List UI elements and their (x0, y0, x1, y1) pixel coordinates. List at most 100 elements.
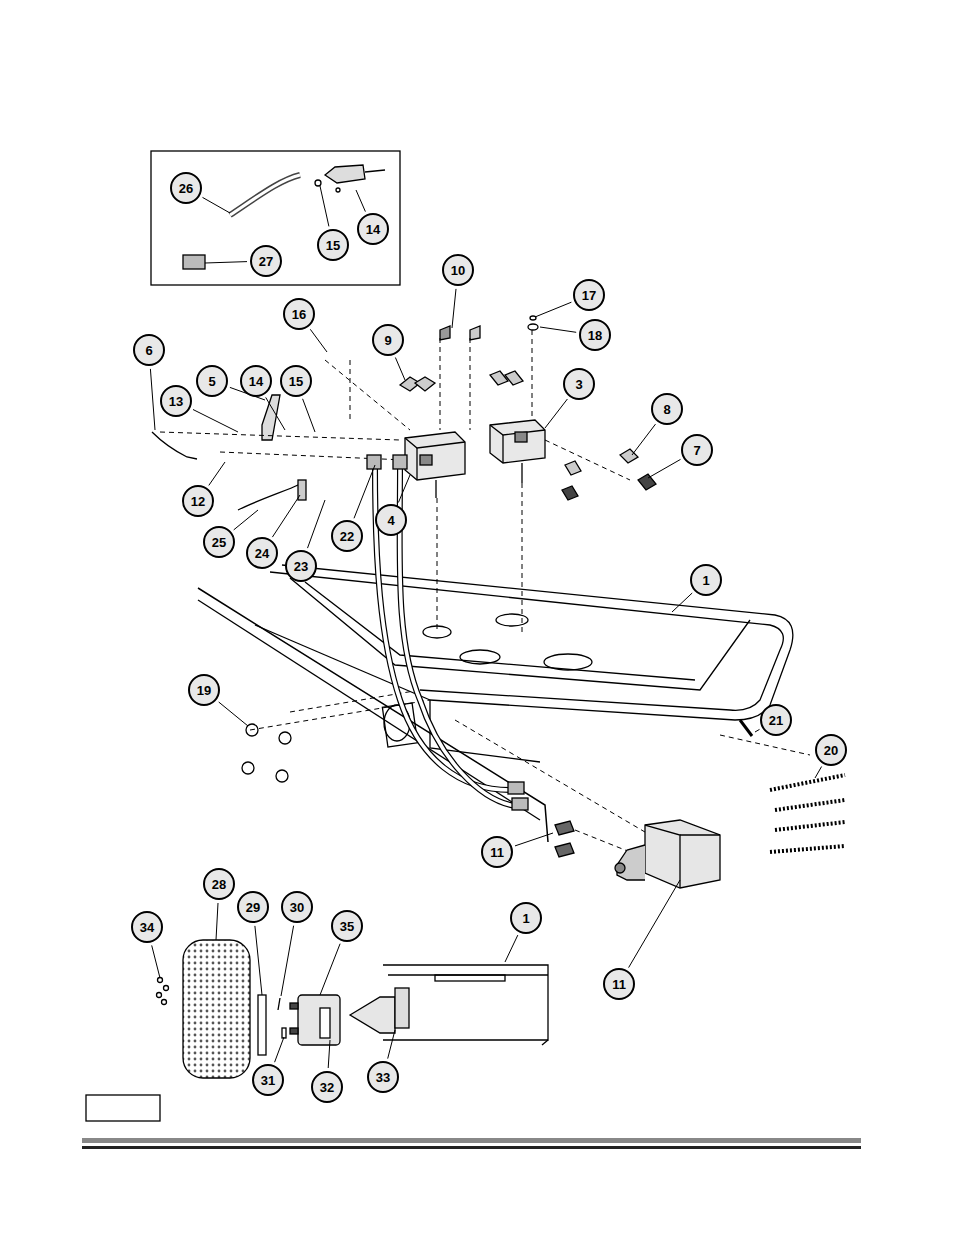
leader-line (234, 510, 258, 530)
callout-circle: 30 (281, 891, 313, 923)
callout-circle: 34 (131, 911, 163, 943)
callout-number: 28 (212, 877, 226, 892)
callout-number: 26 (179, 181, 193, 196)
leader-line (320, 944, 340, 995)
leader-line (755, 729, 760, 732)
callout-number: 14 (249, 374, 263, 389)
callout-circle: 5 (196, 365, 228, 397)
leader-line (398, 475, 410, 503)
callout-number: 21 (769, 713, 783, 728)
callout-circle: 26 (170, 172, 202, 204)
callout-number: 10 (451, 263, 465, 278)
callout-circle: 11 (481, 836, 513, 868)
leader-line (216, 903, 218, 940)
callout-number: 4 (387, 513, 394, 528)
leader-line (328, 1040, 330, 1068)
callout-circle: 3 (563, 368, 595, 400)
callout-number: 9 (384, 333, 391, 348)
leader-line (320, 186, 329, 226)
leader-line (815, 767, 822, 779)
callout-number: 29 (246, 900, 260, 915)
callout-circle: 25 (203, 526, 235, 558)
callout-circle: 11 (603, 968, 635, 1000)
callout-number: 1 (702, 573, 709, 588)
callout-number: 11 (490, 845, 504, 860)
leader-line (150, 369, 155, 430)
callout-number: 33 (376, 1070, 390, 1085)
leader-line (303, 399, 315, 432)
callout-number: 24 (255, 546, 269, 561)
callout-number: 27 (259, 254, 273, 269)
callout-circle: 27 (250, 245, 282, 277)
callout-number: 5 (208, 374, 215, 389)
callout-circle: 12 (182, 485, 214, 517)
callout-number: 15 (326, 238, 340, 253)
leader-line (152, 945, 160, 978)
leader-line (354, 465, 375, 518)
callout-number: 19 (197, 683, 211, 698)
leader-line (281, 926, 294, 996)
callout-circle: 15 (317, 229, 349, 261)
leader-line (395, 358, 405, 381)
leader-line (308, 500, 326, 548)
callout-circle: 28 (203, 868, 235, 900)
callout-circle: 15 (280, 365, 312, 397)
callout-number: 6 (145, 343, 152, 358)
leader-line (356, 190, 365, 212)
leader-line (193, 410, 238, 433)
callout-circle: 14 (357, 213, 389, 245)
callout-circle: 10 (442, 254, 474, 286)
callout-number: 25 (212, 535, 226, 550)
callout-circle: 8 (651, 393, 683, 425)
callout-number: 14 (366, 222, 380, 237)
leader-line (672, 593, 692, 612)
callout-circle: 24 (246, 537, 278, 569)
callout-circle: 9 (372, 324, 404, 356)
callout-circle: 7 (681, 434, 713, 466)
callout-number: 13 (169, 394, 183, 409)
callout-circle: 16 (283, 298, 315, 330)
callout-circle: 1 (690, 564, 722, 596)
callout-circle: 18 (579, 319, 611, 351)
callout-circle: 19 (188, 674, 220, 706)
callout-circle: 13 (160, 385, 192, 417)
callout-number: 7 (693, 443, 700, 458)
callout-number: 23 (294, 559, 308, 574)
callout-circle: 31 (252, 1064, 284, 1096)
callout-number: 17 (582, 288, 596, 303)
leader-line (515, 833, 553, 846)
leader-line (275, 1037, 284, 1062)
callout-number: 31 (261, 1073, 275, 1088)
callout-number: 22 (340, 529, 354, 544)
callout-number: 16 (292, 307, 306, 322)
callout-circle: 29 (237, 891, 269, 923)
callout-circle: 4 (375, 504, 407, 536)
callout-circle: 32 (311, 1071, 343, 1103)
callout-circle: 35 (331, 910, 363, 942)
callout-number: 15 (289, 374, 303, 389)
leader-line (205, 262, 247, 263)
callout-circle: 33 (367, 1061, 399, 1093)
callout-circle: 23 (285, 550, 317, 582)
callout-circle: 14 (240, 365, 272, 397)
callout-circle: 21 (760, 704, 792, 736)
callout-number: 35 (340, 919, 354, 934)
callout-number: 32 (320, 1080, 334, 1095)
callout-circle: 22 (331, 520, 363, 552)
callout-number: 34 (140, 920, 154, 935)
callout-circle: 6 (133, 334, 165, 366)
leader-line (203, 197, 231, 213)
callout-number: 8 (663, 402, 670, 417)
leader-line (255, 926, 262, 995)
leader-line (452, 289, 456, 328)
callout-number: 11 (612, 977, 626, 992)
callout-number: 1 (522, 911, 529, 926)
callout-circle: 20 (815, 734, 847, 766)
callout-number: 30 (290, 900, 304, 915)
callout-number: 18 (588, 328, 602, 343)
leader-line (632, 424, 656, 455)
leader-line (648, 459, 681, 478)
leader-line (535, 302, 571, 317)
callout-circle: 1 (510, 902, 542, 934)
